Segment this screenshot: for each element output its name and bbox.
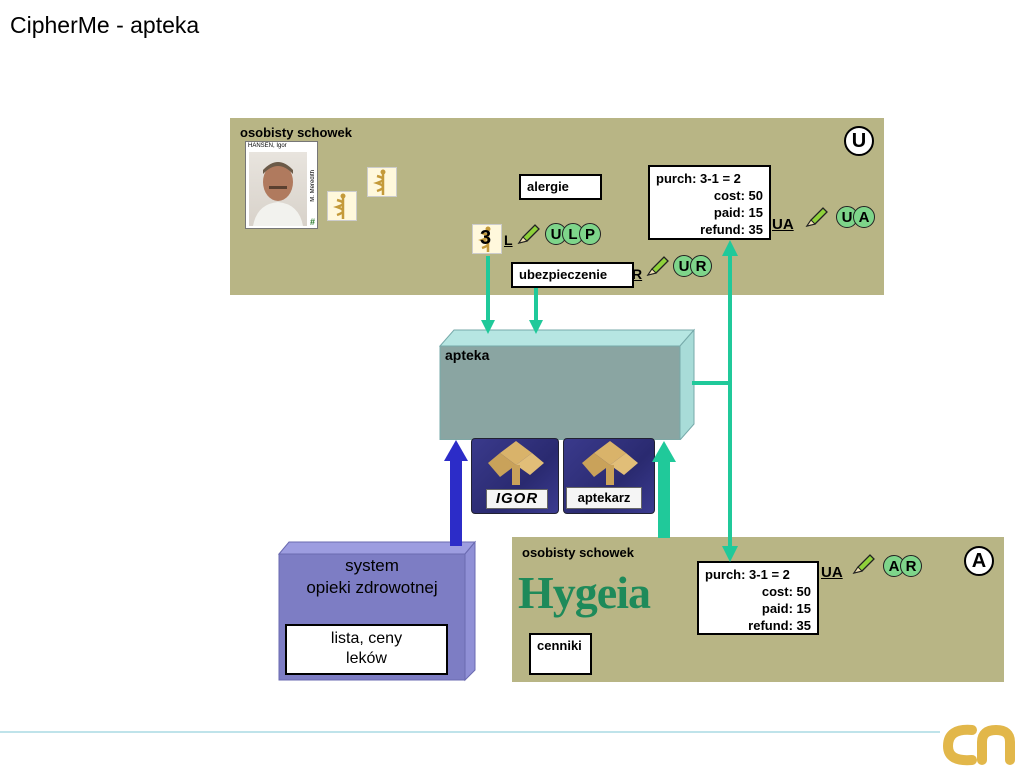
- ur-circle-r: R: [690, 255, 712, 277]
- pen-icon: [851, 552, 877, 581]
- id-card: HANSEN, Igor M. Meredith #: [245, 141, 318, 229]
- purchase-refund: refund: 35: [700, 222, 763, 237]
- user-panel-label: osobisty schowek: [240, 125, 352, 140]
- pen-icon: [804, 205, 830, 234]
- pen-icon: [645, 254, 671, 283]
- drug-list-line2: leków: [346, 650, 387, 667]
- prescription-count: 3: [480, 227, 492, 249]
- purchase-refund: refund: 35: [748, 618, 811, 633]
- ar-circle-r: R: [900, 555, 922, 577]
- caduceus-icon: [367, 167, 397, 197]
- purchase-cost: cost: 50: [713, 188, 763, 203]
- ua-label: UA: [821, 564, 843, 581]
- id-card-side-text: M. Meredith: [310, 170, 316, 202]
- price-lists-box: cenniki: [529, 633, 592, 675]
- caduceus-icon: [472, 224, 502, 254]
- arrow-health-system-to-pharmacy: [444, 440, 468, 546]
- slide-title: CipherMe - apteka: [10, 12, 200, 38]
- l-label: L: [504, 232, 513, 248]
- key-logo-icon: [582, 441, 638, 485]
- pharmacist-card-name: aptekarz: [566, 487, 642, 509]
- user-role-badge: U: [844, 126, 874, 156]
- ua-label: UA: [772, 216, 794, 233]
- patient-card: IGOR: [471, 438, 559, 514]
- purchase-cost: cost: 50: [761, 584, 811, 599]
- health-system-title-line2: opieki zdrowotnej: [306, 578, 438, 597]
- user-purchase-box: purch: 3-1 = 2 cost: 50 paid: 15 refund:…: [648, 165, 771, 240]
- r-label: R: [632, 266, 643, 282]
- allergies-box: alergie: [519, 174, 602, 200]
- purchase-line: purch: 3-1 = 2: [656, 171, 741, 186]
- health-system-title-line1: system: [345, 556, 399, 575]
- purchase-line: purch: 3-1 = 2: [705, 567, 790, 582]
- hygeia-logo: Hygeia: [518, 567, 651, 618]
- cn-logo-icon: [942, 724, 1015, 766]
- id-card-name: HANSEN, Igor: [248, 143, 287, 149]
- pharmacy-box: [438, 328, 696, 440]
- purchase-paid: paid: 15: [761, 601, 811, 616]
- lup-circle-p: P: [579, 223, 601, 245]
- purchase-paid: paid: 15: [713, 205, 763, 220]
- caduceus-icon: [327, 191, 357, 221]
- key-logo-icon: [488, 441, 544, 485]
- pen-icon: [516, 222, 542, 251]
- pharmacist-role-badge: A: [964, 546, 994, 576]
- pharmacy-label: apteka: [445, 347, 490, 363]
- id-card-hash-icon: #: [309, 217, 315, 227]
- portrait-icon: [253, 162, 303, 226]
- drug-price-list-box: lista, ceny leków: [285, 624, 448, 675]
- patient-card-name: IGOR: [486, 489, 548, 509]
- id-card-photo: [249, 152, 307, 226]
- pharmacist-purchase-box: purch: 3-1 = 2 cost: 50 paid: 15 refund:…: [697, 561, 819, 635]
- insurance-box: ubezpieczenie: [511, 262, 634, 288]
- drug-list-line1: lista, ceny: [330, 630, 403, 647]
- pharmacist-card: aptekarz: [563, 438, 655, 514]
- pharmacist-panel-label: osobisty schowek: [522, 545, 634, 560]
- ua-circle-a: A: [853, 206, 875, 228]
- footer-divider: [0, 731, 940, 733]
